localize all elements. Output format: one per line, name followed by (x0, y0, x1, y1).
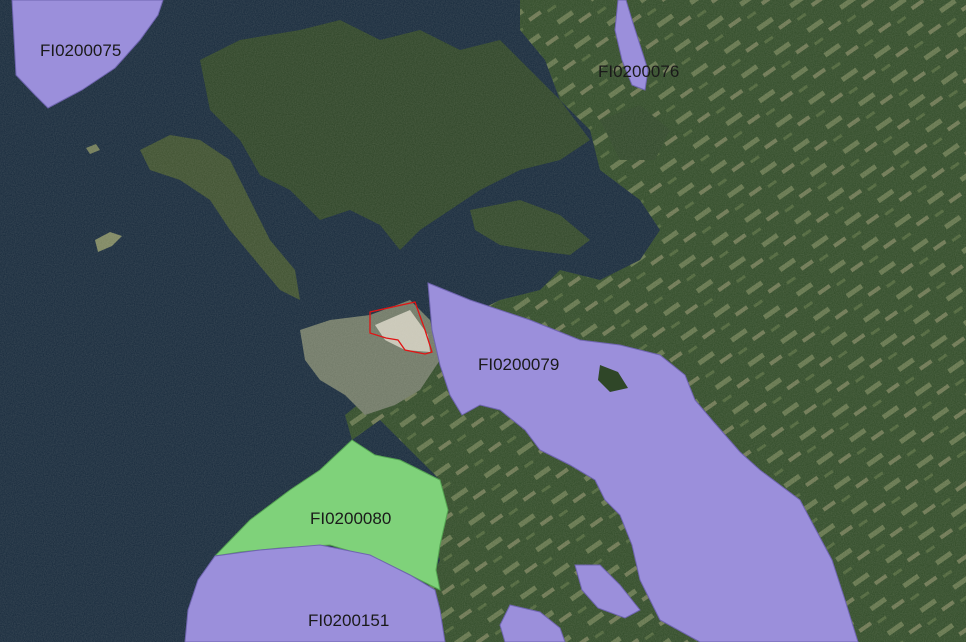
zone-fi0200079[interactable] (427, 282, 859, 642)
zone-label-fi0200151: FI0200151 (308, 611, 389, 630)
zone-fi0200079-islet (598, 365, 628, 392)
zone-label-fi0200079: FI0200079 (478, 355, 559, 374)
zone-small-bottom[interactable] (499, 604, 566, 642)
zone-fi0200075[interactable] (11, 0, 164, 109)
zone-label-fi0200075: FI0200075 (40, 41, 121, 60)
zone-label-fi0200076: FI0200076 (598, 62, 679, 81)
zone-fi0200151[interactable] (184, 544, 446, 642)
zone-label-fi0200080: FI0200080 (310, 509, 391, 528)
zone-fi0200076[interactable] (614, 0, 649, 91)
project-site-outline[interactable] (369, 301, 433, 355)
zone-small-south[interactable] (574, 564, 641, 619)
